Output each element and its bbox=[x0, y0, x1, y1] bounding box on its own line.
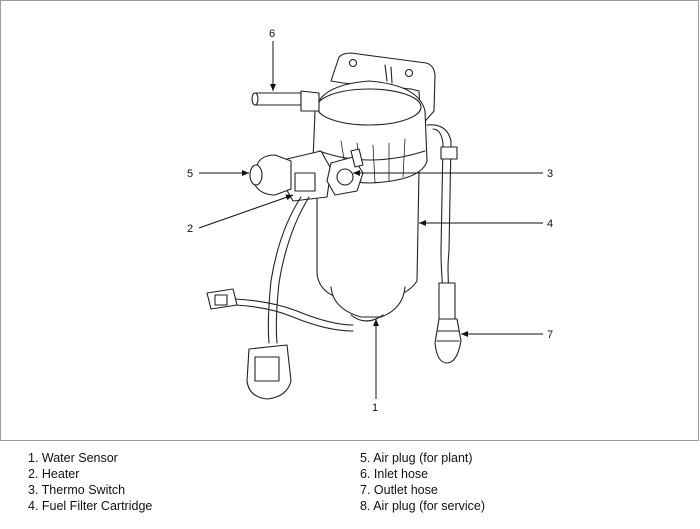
outlet-hose bbox=[426, 124, 452, 292]
inlet-pipe bbox=[254, 92, 302, 106]
air-plug-plant bbox=[254, 154, 292, 196]
legend-column-right: 5. Air plug (for plant) 6. Inlet hose 7.… bbox=[360, 450, 485, 514]
legend-column-left: 1. Water Sensor 2. Heater 3. Thermo Swit… bbox=[28, 450, 152, 514]
leader-line-2 bbox=[198, 194, 294, 229]
legend-item: 7. Outlet hose bbox=[360, 483, 438, 497]
callout-label-3: 3 bbox=[547, 168, 553, 180]
legend-item: 2. Heater bbox=[28, 467, 80, 481]
legend-item: 6. Inlet hose bbox=[360, 467, 429, 481]
legend-item: 5. Air plug (for plant) bbox=[360, 451, 473, 465]
parts-legend: 1. Water Sensor 2. Heater 3. Thermo Swit… bbox=[0, 441, 700, 529]
water-sensor bbox=[330, 286, 406, 318]
callout-label-1: 1 bbox=[372, 402, 378, 414]
diagram-panel: 6 5 2 3 4 7 1 bbox=[0, 0, 699, 441]
legend-item: 8. Air plug (for service) bbox=[360, 499, 486, 513]
callout-label-5: 5 bbox=[187, 168, 193, 180]
legend-item: 3. Thermo Switch bbox=[28, 483, 126, 497]
callout-label-7: 7 bbox=[547, 329, 553, 341]
bracket-bolt-hole bbox=[404, 68, 414, 78]
callout-label-2: 2 bbox=[187, 223, 193, 235]
callout-label-6: 6 bbox=[269, 28, 275, 40]
fuel-filter-illustration: 6 5 2 3 4 7 1 bbox=[187, 28, 553, 414]
callout-label-4: 4 bbox=[547, 218, 553, 230]
bracket-bolt-hole bbox=[348, 58, 358, 68]
legend-item: 1. Water Sensor bbox=[28, 451, 118, 465]
wire-harness bbox=[267, 196, 302, 344]
legend-item: 4. Fuel Filter Cartridge bbox=[28, 499, 153, 513]
